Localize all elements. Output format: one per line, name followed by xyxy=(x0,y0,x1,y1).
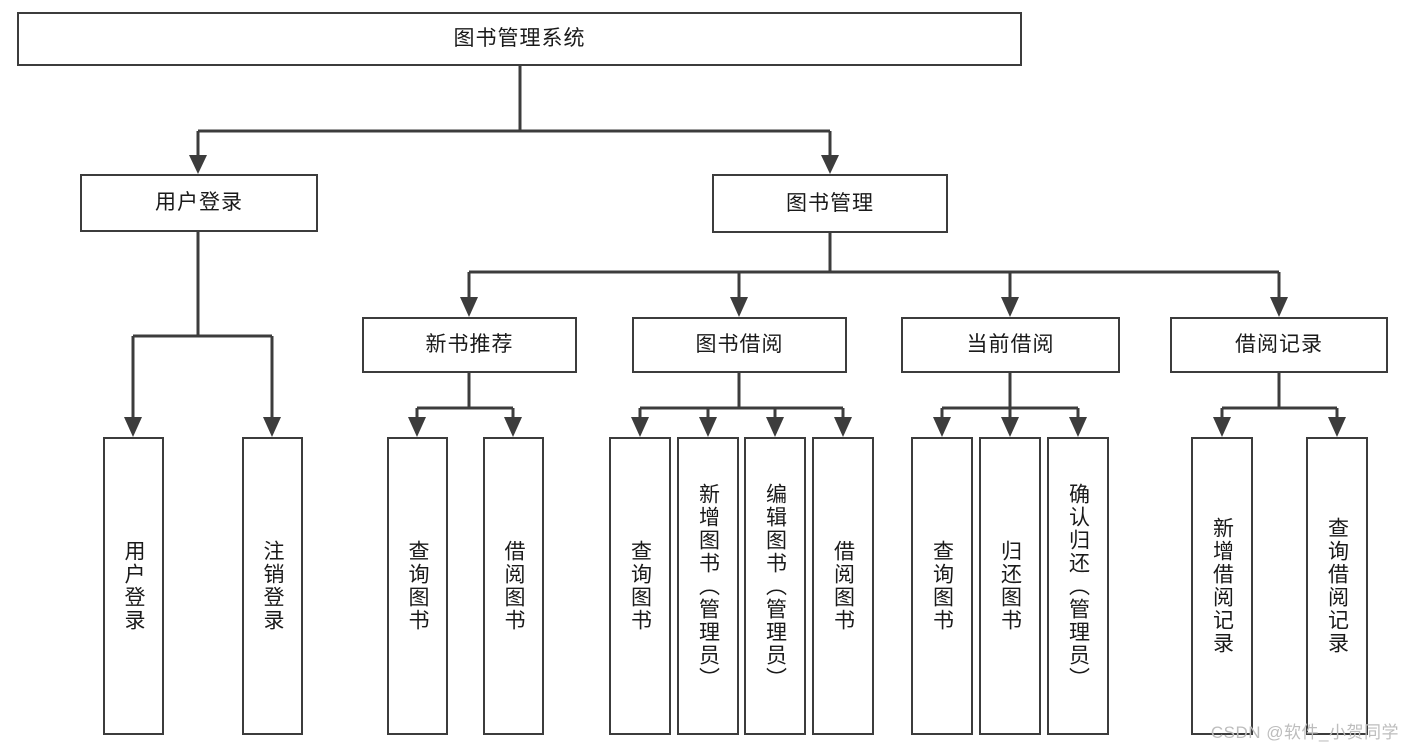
node-label: 借阅图书 xyxy=(831,540,855,632)
node-label: 借阅记录 xyxy=(1235,333,1323,357)
leaf-confirm-return-admin[interactable]: 确认归还（管理员） xyxy=(1047,437,1109,735)
node-book-borrow[interactable]: 图书借阅 xyxy=(632,317,847,373)
leaf-borrow-book[interactable]: 借阅图书 xyxy=(812,437,874,735)
node-root-system[interactable]: 图书管理系统 xyxy=(17,12,1022,66)
node-label: 查询图书 xyxy=(930,540,954,632)
node-new-book-recommend[interactable]: 新书推荐 xyxy=(362,317,577,373)
node-label: 用户登录 xyxy=(122,540,145,632)
leaf-query-book-recommend[interactable]: 查询图书 xyxy=(387,437,448,735)
node-label: 新增图书（管理员） xyxy=(696,482,720,690)
leaf-return-book[interactable]: 归还图书 xyxy=(979,437,1041,735)
node-label: 查询图书 xyxy=(406,540,429,632)
leaf-edit-book-admin[interactable]: 编辑图书（管理员） xyxy=(744,437,806,735)
node-label: 当前借阅 xyxy=(966,333,1055,357)
node-label: 图书管理 xyxy=(786,191,874,215)
node-label: 用户登录 xyxy=(155,191,243,215)
leaf-query-book-borrow[interactable]: 查询图书 xyxy=(609,437,671,735)
node-label: 新增借阅记录 xyxy=(1210,517,1234,655)
leaf-borrow-book-recommend[interactable]: 借阅图书 xyxy=(483,437,544,735)
leaf-user-login[interactable]: 用户登录 xyxy=(103,437,164,735)
node-borrow-record[interactable]: 借阅记录 xyxy=(1170,317,1388,373)
leaf-query-borrow-record[interactable]: 查询借阅记录 xyxy=(1306,437,1368,735)
node-label: 查询借阅记录 xyxy=(1325,517,1349,655)
node-label: 归还图书 xyxy=(998,540,1022,632)
node-label: 注销登录 xyxy=(261,540,284,632)
leaf-add-book-admin[interactable]: 新增图书（管理员） xyxy=(677,437,739,735)
node-label: 确认归还（管理员） xyxy=(1066,482,1090,690)
node-label: 图书管理系统 xyxy=(453,27,586,51)
node-book-management[interactable]: 图书管理 xyxy=(712,174,948,233)
node-label: 图书借阅 xyxy=(695,333,784,357)
node-label: 查询图书 xyxy=(628,540,652,632)
node-current-borrow[interactable]: 当前借阅 xyxy=(901,317,1120,373)
leaf-query-book-current[interactable]: 查询图书 xyxy=(911,437,973,735)
node-user-login[interactable]: 用户登录 xyxy=(80,174,318,232)
leaf-user-logout[interactable]: 注销登录 xyxy=(242,437,303,735)
node-label: 新书推荐 xyxy=(425,333,514,357)
node-label: 编辑图书（管理员） xyxy=(763,482,787,690)
leaf-add-borrow-record[interactable]: 新增借阅记录 xyxy=(1191,437,1253,735)
node-label: 借阅图书 xyxy=(502,540,525,632)
